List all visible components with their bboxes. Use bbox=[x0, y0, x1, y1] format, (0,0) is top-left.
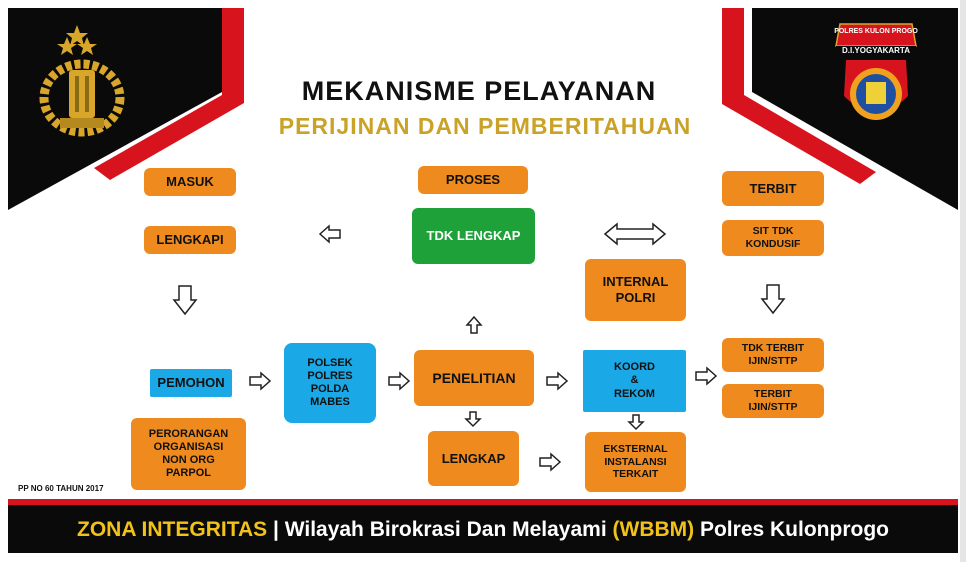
footer-banner: ZONA INTEGRITAS | Wilayah Birokrasi Dan … bbox=[0, 505, 966, 555]
box-polsek-polres-polda-mabes: POLSEK POLRES POLDA MABES bbox=[284, 343, 376, 423]
box-lengkapi: LENGKAPI bbox=[144, 226, 236, 254]
arrow-right-icon bbox=[249, 371, 272, 391]
arrow-right-icon bbox=[539, 452, 562, 472]
box-terbit-ijin: TERBIT IJIN/STTP bbox=[722, 384, 824, 418]
badge-region-text: D.I.YOGYAKARTA bbox=[841, 46, 910, 55]
box-sit-tdk-kondusif: SIT TDK KONDUSIF bbox=[722, 220, 824, 256]
box-koord-rekom: KOORD & REKOM bbox=[583, 350, 686, 412]
arrow-down-small-icon bbox=[464, 411, 482, 428]
footer-wbbm: (WBBM) bbox=[612, 518, 695, 541]
red-chevron-left bbox=[94, 8, 244, 180]
arrow-down-icon bbox=[172, 285, 198, 316]
footer-bar bbox=[8, 505, 958, 553]
footer-text-2: Polres Kulonprogo bbox=[694, 518, 889, 541]
red-chevron-right bbox=[722, 8, 876, 184]
arrow-double-horizontal-icon bbox=[603, 222, 667, 246]
box-penelitian: PENELITIAN bbox=[414, 350, 534, 406]
arrow-down-icon bbox=[760, 284, 786, 315]
footer-separator: | bbox=[267, 518, 285, 541]
badge-shield-icon bbox=[835, 23, 917, 120]
box-proses: PROSES bbox=[418, 166, 528, 194]
regulation-note: PP NO 60 TAHUN 2017 bbox=[18, 484, 104, 493]
arrow-down-small-icon bbox=[627, 414, 645, 431]
arrow-up-icon bbox=[465, 315, 483, 334]
box-terbit: TERBIT bbox=[722, 171, 824, 206]
polres-badge-logo: POLRES KULON PROGO D.I.YOGYAKARTA bbox=[826, 16, 926, 136]
box-eksternal: EKSTERNAL INSTALANSI TERKAIT bbox=[585, 432, 686, 492]
arrow-right-icon bbox=[546, 371, 569, 391]
box-internal-polri: INTERNAL POLRI bbox=[585, 259, 686, 321]
red-bottom-wedge bbox=[340, 499, 620, 505]
box-tdk-lengkap: TDK LENGKAP bbox=[412, 208, 535, 264]
police-emblem-logo bbox=[39, 25, 125, 137]
box-tdk-terbit-ijin: TDK TERBIT IJIN/STTP bbox=[722, 338, 824, 372]
badge-top-text: POLRES KULON PROGO bbox=[834, 28, 918, 35]
box-pemohon: PEMOHON bbox=[150, 369, 232, 397]
arrow-right-icon bbox=[388, 371, 411, 391]
footer-text-1: Wilayah Birokrasi Dan Melayami bbox=[284, 518, 613, 541]
main-title: MEKANISME PELAYANAN bbox=[301, 76, 657, 106]
right-edge bbox=[960, 0, 966, 562]
arrow-right-icon bbox=[695, 366, 718, 386]
box-perorangan: PERORANGAN ORGANISASI NON ORG PARPOL bbox=[131, 418, 246, 490]
footer-zona: ZONA INTEGRITAS bbox=[77, 518, 268, 541]
subtitle: PERIJINAN DAN PEMBERITAHUAN bbox=[278, 113, 692, 139]
box-lengkap: LENGKAP bbox=[428, 431, 519, 486]
box-masuk: MASUK bbox=[144, 168, 236, 196]
arrow-left-icon bbox=[318, 224, 341, 244]
